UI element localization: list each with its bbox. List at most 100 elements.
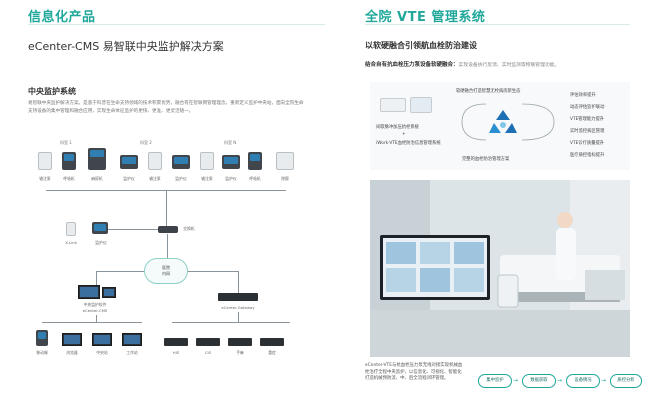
- workstation-icon: [122, 333, 142, 346]
- device-infusion-pump-icon: [200, 152, 214, 170]
- flow-arrow-icon: →: [601, 377, 607, 384]
- hospital-intranet-cloud: 医院 内网: [144, 258, 188, 284]
- relay-label: 交换机: [183, 226, 195, 231]
- client-label: 浏览器: [66, 350, 78, 355]
- client-label: 移动端: [36, 350, 48, 355]
- switch-drop-line: [167, 234, 168, 258]
- mobile-client-icon: [36, 330, 48, 346]
- left-header-title: 信息化产品: [28, 10, 96, 25]
- section-title-cms: 中央监护系统: [28, 87, 76, 96]
- bus-drop-line: [166, 190, 167, 226]
- subtitle2-bold: 结合自有抗血栓压力泵设备软硬融合：: [365, 62, 459, 68]
- relay-link-line: [108, 229, 158, 230]
- client-label: 中央站: [96, 350, 108, 355]
- vte-bottom-description: eCenter-VTE与抗血栓压力泵无线对接实现机械血栓治疗全程中央监护，以信息…: [365, 363, 463, 382]
- relay-label: 监护仪: [95, 240, 107, 245]
- device-infusion-pump-icon: [38, 152, 52, 170]
- device-label: 呼吸机: [63, 176, 75, 181]
- right-bracket: [521, 103, 555, 141]
- cms-screen-icon: [102, 287, 116, 298]
- gateway-server-icon: [218, 293, 258, 301]
- subtitle2-rest: 实现设备执行反馈、实时监测等物联管理功能。: [458, 63, 560, 68]
- client-label: HIS: [172, 350, 180, 355]
- benefit-item: 医疗质控指标提升: [570, 153, 605, 158]
- compression-pump-icon: [380, 98, 406, 112]
- client-label: 手麻: [236, 350, 244, 355]
- device-monitor-icon: [120, 155, 138, 169]
- cms-label: 中央监护软件 eCenter-CMS: [82, 302, 108, 313]
- benefit-item: VTE管理能力提升: [570, 117, 605, 122]
- left-device-label-1: 间歇脉冲加压抗栓系统: [376, 125, 419, 130]
- device-label: 输注泵: [149, 176, 161, 181]
- anesthesia-server-icon: [228, 338, 252, 346]
- right-subtitle: 以软硬融合引领航血栓防治建设: [365, 41, 477, 50]
- right-subtitle-2: 结合自有抗血栓压力泵设备软硬融合：实现设备执行反馈、实时监测等物联管理功能。: [365, 60, 559, 68]
- device-label: 监护仪: [175, 176, 187, 181]
- client-label: 重症: [268, 350, 276, 355]
- cms-drop-line: [96, 315, 97, 322]
- flow-step-4: 质控分析: [610, 374, 642, 388]
- tier-label-2: 科室 2: [140, 140, 152, 145]
- central-station-icon: [92, 333, 112, 346]
- device-label: 麻醉机: [91, 176, 103, 181]
- left-subtitle: eCenter-CMS 易智联中央监护解决方案: [28, 40, 224, 53]
- device-defibrillator-icon: [276, 152, 294, 170]
- relay-label: X.Link: [65, 240, 77, 245]
- device-label: 呼吸机: [249, 176, 261, 181]
- browser-client-icon: [62, 333, 82, 346]
- ward-photo: [370, 180, 630, 357]
- cloud-left-line: [96, 271, 144, 272]
- benefit-item: VTE诊疗质量提升: [570, 141, 605, 146]
- icu-server-icon: [260, 338, 284, 346]
- device-label: 输注泵: [39, 176, 51, 181]
- cloud-left-drop: [96, 271, 97, 285]
- device-label: 监护仪: [225, 176, 237, 181]
- left-header-rule: [28, 24, 325, 25]
- device-infusion-pump-icon: [148, 152, 162, 170]
- ward-illustration: [370, 180, 630, 357]
- benefit-item: 实时监控病区管理: [570, 129, 605, 134]
- device-label: 监护仪: [123, 176, 135, 181]
- cloud-right-drop: [238, 271, 239, 293]
- cis-server-icon: [196, 338, 220, 346]
- device-label: 除颤: [281, 176, 289, 181]
- benefit-item: 评估效率提升: [570, 93, 596, 98]
- cloud-label: 医院 内网: [162, 265, 170, 276]
- right-page: 全院 VTE 管理系统 以软硬融合引领航血栓防治建设 结合自有抗血栓压力泵设备软…: [325, 0, 650, 413]
- flow-step-3: 设备情况: [566, 374, 600, 388]
- left-bracket: [461, 103, 487, 141]
- device-anesthesia-icon: [88, 148, 106, 170]
- network-switch-icon: [158, 226, 178, 233]
- cms-description: 易智联中央监护解决方案，是基于科普在生命支持领域的技术积累优势，融合有在智联网管…: [28, 101, 304, 114]
- cycle-icon: [489, 110, 517, 133]
- benefit-item: 动态评估监护联动: [570, 105, 605, 110]
- vte-diagram: 间歇脉冲加压抗栓系统 + iWork-VTE血栓防治信息管理系统 软硬融合打造智…: [370, 82, 630, 170]
- relay-monitor-icon: [92, 222, 108, 234]
- vte-software-icon: [410, 97, 432, 113]
- client-label: 工作站: [126, 350, 138, 355]
- flow-arrow-icon: →: [513, 377, 519, 384]
- xlink-icon: [66, 222, 76, 236]
- cms-screen-icon: [78, 285, 100, 299]
- gateway-label: eCenter-Gateway: [221, 305, 255, 310]
- left-device-label-2: iWork-VTE血栓防治信息管理系统: [376, 141, 441, 146]
- flow-step-1: 集中监护: [478, 374, 512, 388]
- device-monitor-icon: [172, 155, 190, 169]
- client-label: CIS: [204, 350, 212, 355]
- diagram-bottom-label: 完整的血栓防治管理方案: [462, 157, 510, 162]
- left-client-bus: [42, 322, 142, 323]
- cloud-right-line: [188, 271, 238, 272]
- right-client-bus: [172, 322, 290, 323]
- device-monitor-icon: [222, 155, 240, 169]
- flow-step-2: 数据获取: [522, 374, 556, 388]
- tier-label-1: 科室 1: [60, 140, 72, 145]
- left-device-plus: +: [402, 132, 406, 137]
- diagram-top-label: 软硬融合打造智慧无栓病房新生态: [456, 89, 521, 94]
- device-label: 输注泵: [201, 176, 213, 181]
- device-ventilator-icon: [248, 152, 262, 170]
- left-page: 信息化产品 eCenter-CMS 易智联中央监护解决方案 中央监护系统 易智联…: [28, 10, 325, 355]
- device-ventilator-icon: [62, 152, 76, 170]
- right-header-rule: [365, 24, 630, 25]
- flow-arrow-icon: →: [557, 377, 563, 384]
- right-header-title: 全院 VTE 管理系统: [365, 10, 486, 25]
